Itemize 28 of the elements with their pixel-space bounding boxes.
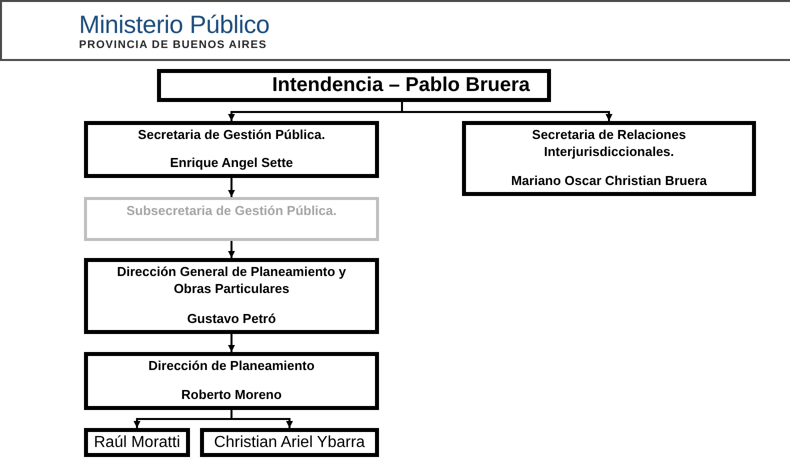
person-name: Christian Ariel Ybarra bbox=[214, 434, 365, 452]
connector-arrow bbox=[228, 334, 235, 352]
province-subtitle: PROVINCIA DE BUENOS AIRES bbox=[79, 39, 267, 52]
office-title: Intendencia – Pablo Bruera bbox=[272, 74, 530, 97]
org-chart-box bbox=[462, 121, 756, 196]
official-name: Gustavo Petró bbox=[187, 310, 276, 327]
connector-arrow bbox=[228, 178, 235, 197]
connector-arrow bbox=[228, 241, 235, 258]
organization-name: Ministerio Público bbox=[79, 12, 270, 39]
official-name: Roberto Moreno bbox=[181, 386, 282, 403]
header-banner bbox=[0, 0, 790, 61]
official-name: Mariano Oscar Christian Bruera bbox=[511, 172, 707, 189]
org-chart-box bbox=[84, 258, 379, 334]
connector-arrow bbox=[230, 410, 293, 428]
org-chart-box bbox=[200, 428, 379, 457]
connector-arrow bbox=[401, 102, 612, 121]
department-title: Subsecretaria de Gestión Pública. bbox=[126, 203, 337, 220]
department-title: Dirección General de Planeamiento y Obras Particulares bbox=[116, 264, 348, 297]
department-title: Secretaria de Gestión Pública. bbox=[138, 127, 326, 144]
org-chart-box bbox=[84, 197, 379, 241]
person-name: Raúl Moratti bbox=[94, 434, 180, 452]
department-title: Dirección de Planeamiento bbox=[148, 358, 315, 374]
org-chart-box bbox=[84, 352, 379, 410]
department-title: Secretaria de Relaciones Interjurisdiccionales. bbox=[531, 127, 687, 160]
org-chart-box bbox=[84, 121, 379, 178]
org-chart-box bbox=[84, 428, 190, 457]
official-name: Enrique Angel Sette bbox=[170, 154, 294, 171]
org-chart-box bbox=[157, 69, 551, 102]
